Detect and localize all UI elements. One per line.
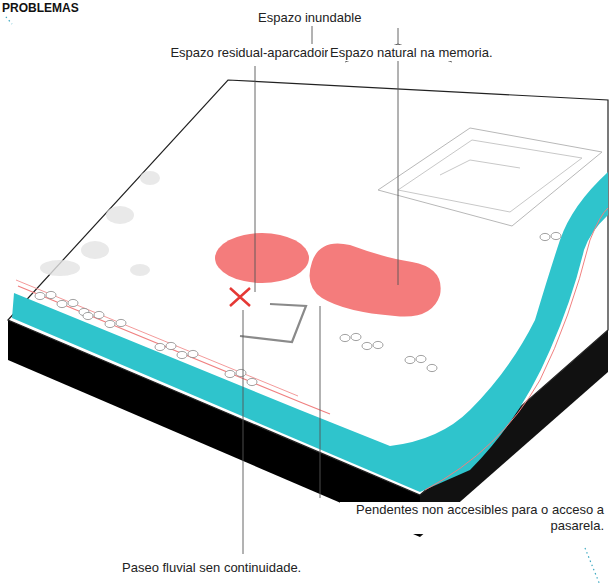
natural-space-label: Espazo natural na memoria.	[328, 45, 495, 61]
river-walk-label: Paseo fluvial sen continuidade.	[120, 560, 303, 576]
flood-zone-label: Espazo inundable	[256, 10, 363, 26]
slope-label: Pendentes non accesibles para o acceso a…	[340, 502, 606, 534]
residual-space-label: Espazo residual-aparcadoiro.	[168, 45, 341, 61]
section-title: PROBLEMAS	[0, 0, 81, 16]
